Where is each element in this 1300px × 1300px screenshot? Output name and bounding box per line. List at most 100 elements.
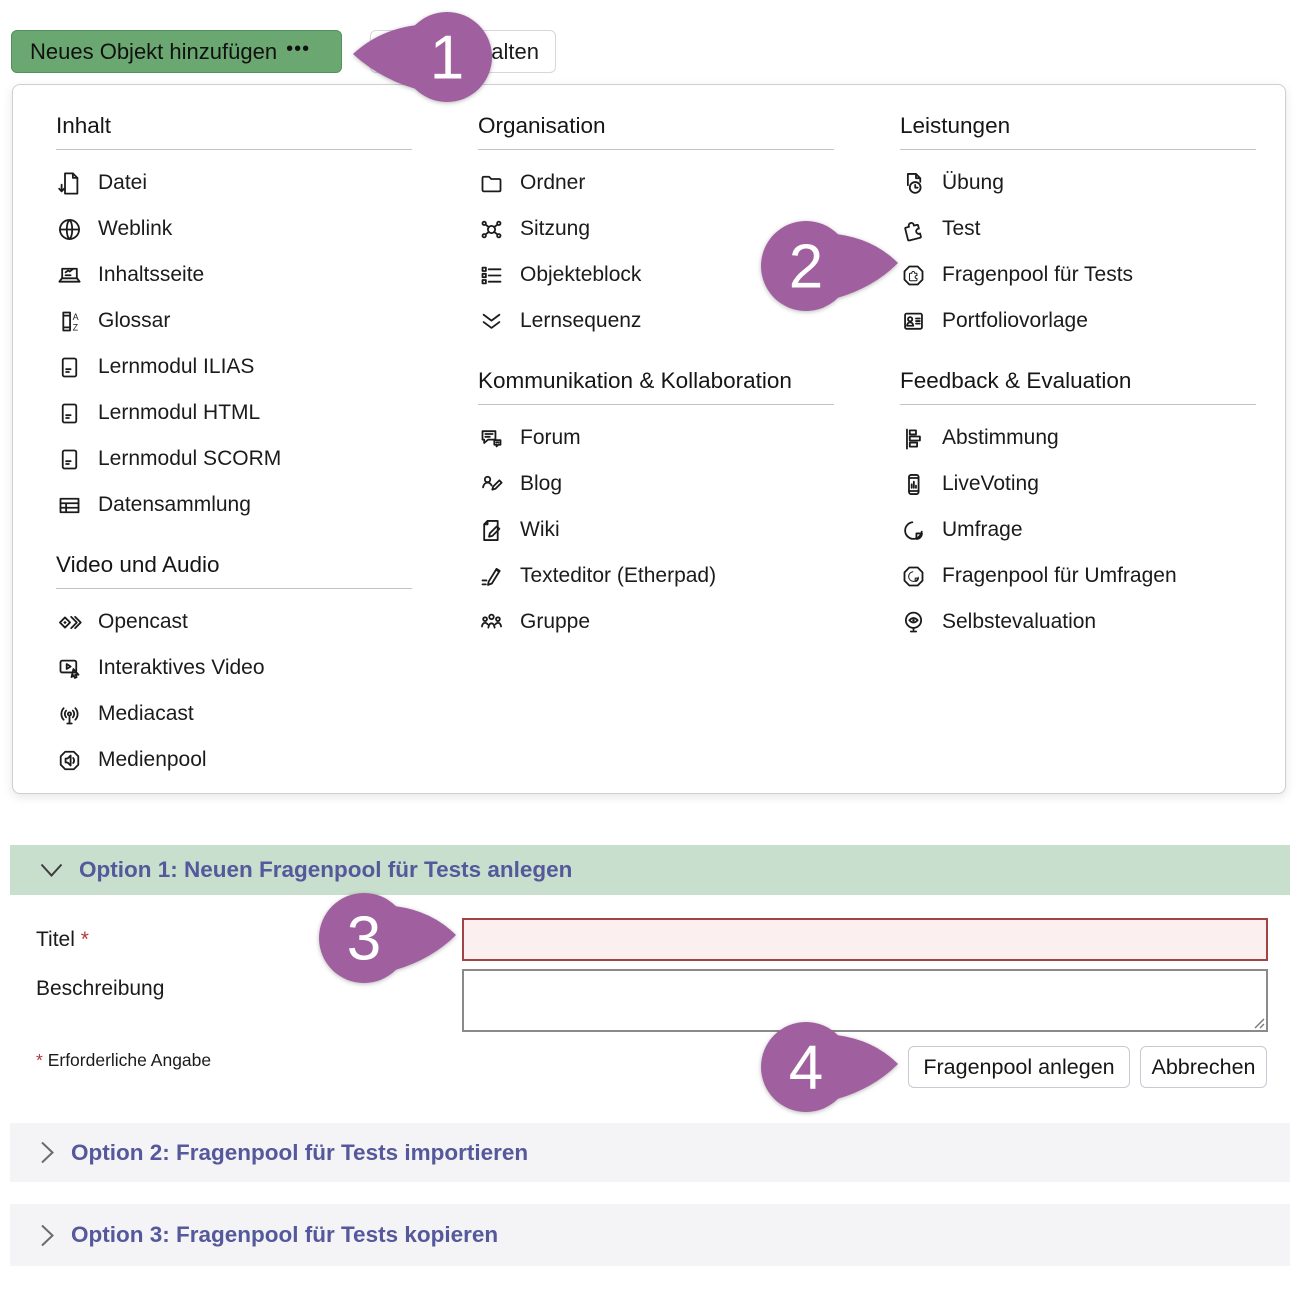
menu-item-sitzung[interactable]: Sitzung	[478, 206, 834, 252]
accordion-option-2[interactable]: Option 2: Fragenpool für Tests importier…	[10, 1123, 1290, 1182]
blog-icon	[478, 471, 505, 498]
menu-item-lernmodul-html[interactable]: Lernmodul HTML	[56, 390, 412, 436]
ellipsis-icon: •••	[286, 38, 311, 60]
menu-item-objekteblock[interactable]: Objekteblock	[478, 252, 834, 298]
menu-item-lernsequenz[interactable]: Lernsequenz	[478, 298, 834, 344]
menu-section-title: Inhalt	[56, 111, 412, 150]
text-editor-icon	[478, 563, 505, 590]
menu-item-fragenpool-für-umfragen[interactable]: Fragenpool für Umfragen	[900, 553, 1256, 599]
menu-item-label: Glossar	[98, 309, 171, 332]
menu-item-umfrage[interactable]: Umfrage	[900, 507, 1256, 553]
cancel-button[interactable]: Abbrechen	[1140, 1046, 1267, 1088]
svg-text:Z: Z	[73, 322, 79, 332]
menu-item-label: Datei	[98, 171, 148, 194]
description-textarea[interactable]	[462, 969, 1268, 1032]
wiki-icon	[478, 517, 505, 544]
menu-item-lernmodul-ilias[interactable]: Lernmodul ILIAS	[56, 344, 412, 390]
menu-item-label: Datensammlung	[98, 493, 251, 516]
menu-item-label: Umfrage	[942, 518, 1023, 541]
menu-item-label: Lernmodul HTML	[98, 401, 261, 424]
menu-item-forum[interactable]: Forum	[478, 415, 834, 461]
menu-item-wiki[interactable]: Wiki	[478, 507, 834, 553]
accordion-option-3-title: Option 3: Fragenpool für Tests kopieren	[71, 1222, 499, 1247]
menu-item-texteditor-etherpad[interactable]: Texteditor (Etherpad)	[478, 553, 834, 599]
accordion-option-3[interactable]: Option 3: Fragenpool für Tests kopieren	[10, 1204, 1290, 1266]
svg-text:A: A	[73, 311, 79, 321]
menu-item-datei[interactable]: Datei	[56, 160, 412, 206]
menu-item-label: Objekteblock	[520, 263, 642, 286]
menu-item-inhaltsseite[interactable]: Inhaltsseite	[56, 252, 412, 298]
menu-item-mediacast[interactable]: Mediacast	[56, 691, 412, 737]
forum-icon	[478, 425, 505, 452]
learning-module-icon	[56, 400, 83, 427]
required-hint: * Erforderliche Angabe	[36, 1050, 212, 1070]
puzzle-icon	[900, 216, 927, 243]
learning-module-icon	[56, 354, 83, 381]
menu-item-label: LiveVoting	[942, 472, 1039, 495]
menu-item-label: Selbstevaluation	[942, 610, 1097, 633]
learning-sequence-icon	[478, 308, 505, 335]
menu-item-label: Fragenpool für Tests	[942, 263, 1134, 286]
menu-section-title: Video und Audio	[56, 550, 412, 589]
annotation-number: 3	[347, 905, 381, 974]
annotation-balloon-2: 2	[761, 221, 898, 311]
menu-item-interaktives-video[interactable]: Interaktives Video	[56, 645, 412, 691]
opencast-icon	[56, 609, 83, 636]
create-question-pool-label: Fragenpool anlegen	[923, 1054, 1115, 1079]
annotation-number: 1	[430, 24, 464, 93]
create-question-pool-button[interactable]: Fragenpool anlegen	[908, 1046, 1130, 1088]
menu-item-datensammlung[interactable]: Datensammlung	[56, 482, 412, 528]
item-group-icon	[478, 262, 505, 289]
content-page-icon	[56, 262, 83, 289]
menu-item-übung[interactable]: Übung	[900, 160, 1256, 206]
menu-item-medienpool[interactable]: Medienpool	[56, 737, 412, 783]
menu-item-abstimmung[interactable]: Abstimmung	[900, 415, 1256, 461]
menu-section-title: Kommunikation & Kollaboration	[478, 366, 834, 405]
annotation-number: 4	[789, 1034, 823, 1103]
menu-item-livevoting[interactable]: LiveVoting	[900, 461, 1256, 507]
menu-item-blog[interactable]: Blog	[478, 461, 834, 507]
accordion-option-1-title: Option 1: Neuen Fragenpool für Tests anl…	[79, 857, 573, 882]
menu-item-portfoliovorlage[interactable]: Portfoliovorlage	[900, 298, 1256, 344]
menu-item-selbstevaluation[interactable]: Selbstevaluation	[900, 599, 1256, 645]
menu-item-label: Medienpool	[98, 748, 207, 771]
menu-item-fragenpool-für-tests[interactable]: Fragenpool für Tests	[900, 252, 1256, 298]
menu-item-label: Abstimmung	[942, 426, 1059, 449]
menu-item-weblink[interactable]: Weblink	[56, 206, 412, 252]
menu-item-test[interactable]: Test	[900, 206, 1256, 252]
interactive-video-icon	[56, 655, 83, 682]
media-pool-icon	[56, 747, 83, 774]
broadcast-icon	[56, 701, 83, 728]
resize-handle-icon[interactable]	[1253, 1017, 1265, 1029]
accordion-option-1[interactable]: Option 1: Neuen Fragenpool für Tests anl…	[10, 845, 1290, 895]
menu-item-label: Fragenpool für Umfragen	[942, 564, 1177, 587]
menu-item-label: Lernmodul SCORM	[98, 447, 282, 470]
menu-item-opencast[interactable]: Opencast	[56, 599, 412, 645]
menu-item-label: Gruppe	[520, 610, 591, 633]
menu-item-label: Inhaltsseite	[98, 263, 205, 286]
menu-item-label: Lernsequenz	[520, 309, 642, 332]
live-voting-icon	[900, 471, 927, 498]
menu-item-label: Ordner	[520, 171, 586, 194]
session-icon	[478, 216, 505, 243]
menu-item-label: Sitzung	[520, 217, 591, 240]
add-new-object-button[interactable]: Neues Objekt hinzufügen •••	[11, 30, 342, 73]
menu-section-title: Organisation	[478, 111, 834, 150]
title-input[interactable]	[462, 918, 1268, 961]
self-evaluation-icon	[900, 609, 927, 636]
description-field-label: Beschreibung	[36, 977, 165, 1000]
globe-icon	[56, 216, 83, 243]
accordion-option-2-title: Option 2: Fragenpool für Tests importier…	[71, 1139, 529, 1165]
menu-item-lernmodul-scorm[interactable]: Lernmodul SCORM	[56, 436, 412, 482]
menu-item-gruppe[interactable]: Gruppe	[478, 599, 834, 645]
menu-item-ordner[interactable]: Ordner	[478, 160, 834, 206]
